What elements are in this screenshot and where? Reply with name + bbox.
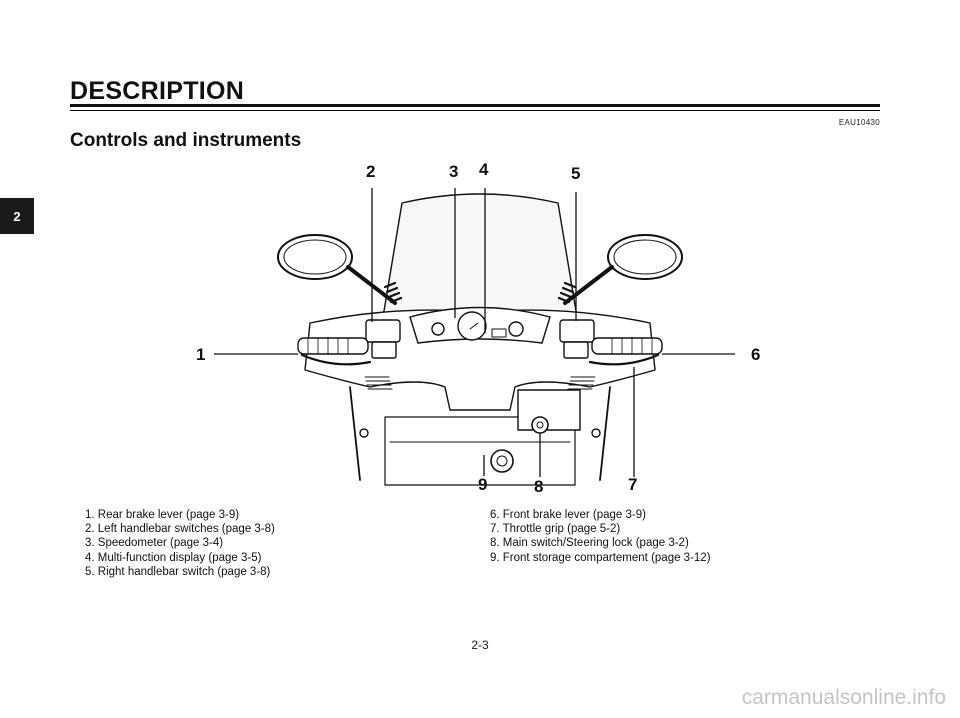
callout-3: 3 — [449, 162, 458, 181]
callout-9: 9 — [478, 475, 487, 494]
legend-item: 1. Rear brake lever (page 3-9) — [85, 509, 240, 521]
right-mirror — [607, 234, 683, 280]
section-title: Controls and instruments — [70, 130, 302, 151]
legend-item: 6. Front brake lever (page 3-9) — [490, 509, 646, 521]
scooter-controls-illustration: 2 3 4 5 1 6 7 8 9 — [196, 160, 760, 496]
legend-item: 3. Speedometer (page 3-4) — [85, 537, 224, 550]
callout-1: 1 — [196, 345, 205, 364]
lower-body — [349, 386, 611, 481]
legend-item: 9. Front storage compartement (page 3-12… — [490, 551, 711, 564]
chapter-tab[interactable]: 2 — [0, 198, 34, 234]
legend-item: 8. Main switch/Steering lock (page 3-2) — [490, 537, 689, 550]
watermark-text: carmanualsonline.info — [741, 686, 946, 709]
header-rule-thick — [70, 104, 880, 107]
legend-item: 7. Throttle grip (page 5-2) — [490, 523, 621, 536]
multi-function-display — [491, 328, 507, 338]
left-mirror — [277, 234, 353, 280]
callout-8: 8 — [534, 477, 543, 496]
storage-knob — [490, 449, 514, 473]
right-switch-housing — [559, 319, 595, 343]
page-number: 2-3 — [471, 638, 489, 652]
header-rule-thin — [70, 110, 880, 111]
legend-right-column: 6. Front brake lever (page 3-9) 7. Throt… — [490, 508, 711, 565]
legend-item: 4. Multi-function display (page 3-5) — [85, 551, 262, 564]
legend-item: 5. Right handlebar switch (page 3-8) — [85, 565, 271, 578]
front-brake-lever — [588, 353, 660, 366]
callout-5: 5 — [571, 164, 580, 183]
legend-left-column: 1. Rear brake lever (page 3-9) 2. Left h… — [85, 508, 275, 579]
rear-brake-lever — [300, 353, 372, 366]
callout-6: 6 — [751, 345, 760, 364]
speedometer-dial — [457, 311, 487, 341]
right-grip — [591, 337, 663, 355]
callout-2: 2 — [366, 162, 375, 181]
callout-4: 4 — [479, 160, 489, 179]
main-switch — [531, 416, 549, 434]
callout-7: 7 — [628, 475, 637, 494]
legend-item: 2. Left handlebar switches (page 3-8) — [85, 523, 275, 536]
document-code: EAU10430 — [838, 118, 880, 127]
left-switch-housing — [365, 319, 401, 343]
left-grip — [297, 337, 369, 355]
page-header-title: DESCRIPTION — [70, 77, 245, 105]
windshield — [381, 193, 579, 324]
